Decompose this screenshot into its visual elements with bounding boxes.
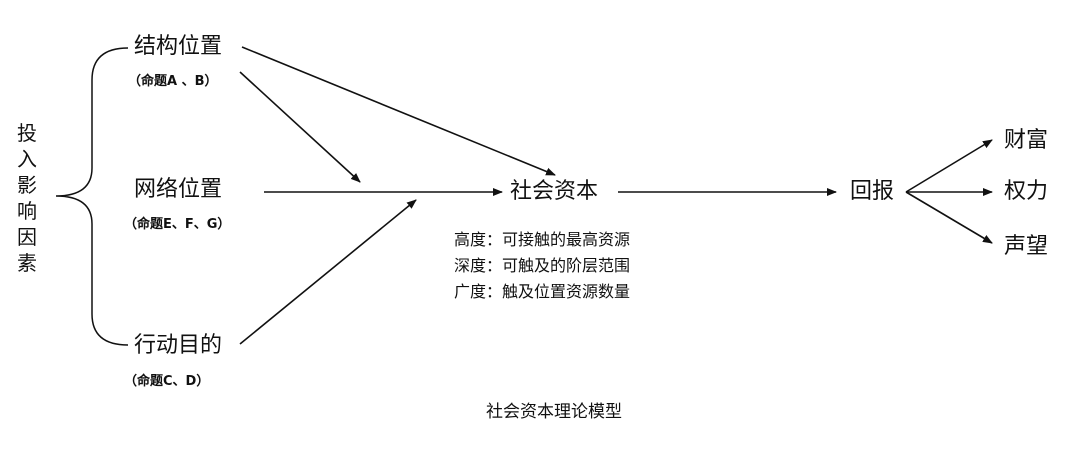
factor-action-purpose: 行动目的: [134, 333, 223, 358]
outcome-power: 权力: [1004, 179, 1049, 204]
outcome-wealth: 财富: [1004, 128, 1049, 153]
diagram-caption: 社会资本理论模型: [486, 402, 622, 422]
arrow-purpose-to-mid: [239, 199, 417, 345]
social-capital-node: 社会资本: [510, 179, 599, 204]
capital-dimension-depth: 深度：可触及的阶层范围: [454, 256, 631, 275]
arrow-structure-to-mid: [239, 71, 361, 183]
factor-structure-propositions: （命题A 、B）: [128, 74, 218, 89]
capital-dimension-height: 高度：可接触的最高资源: [454, 230, 631, 249]
factor-brace: [55, 47, 129, 346]
arrow-return-to-prestige: [905, 191, 993, 244]
factor-network-position: 网络位置: [134, 177, 223, 202]
side-label: 投入影响因素: [17, 121, 37, 275]
return-node: 回报: [850, 179, 895, 204]
factor-network-propositions: （命题E、F、G）: [124, 217, 231, 232]
factor-structure-position: 结构位置: [134, 34, 223, 59]
outcome-prestige: 声望: [1004, 234, 1049, 259]
arrow-structure-to-capital: [241, 46, 556, 176]
factor-action-propositions: （命题C、D）: [124, 374, 210, 389]
capital-dimension-breadth: 广度：触及位置资源数量: [454, 282, 631, 301]
arrow-return-to-wealth: [905, 139, 993, 193]
